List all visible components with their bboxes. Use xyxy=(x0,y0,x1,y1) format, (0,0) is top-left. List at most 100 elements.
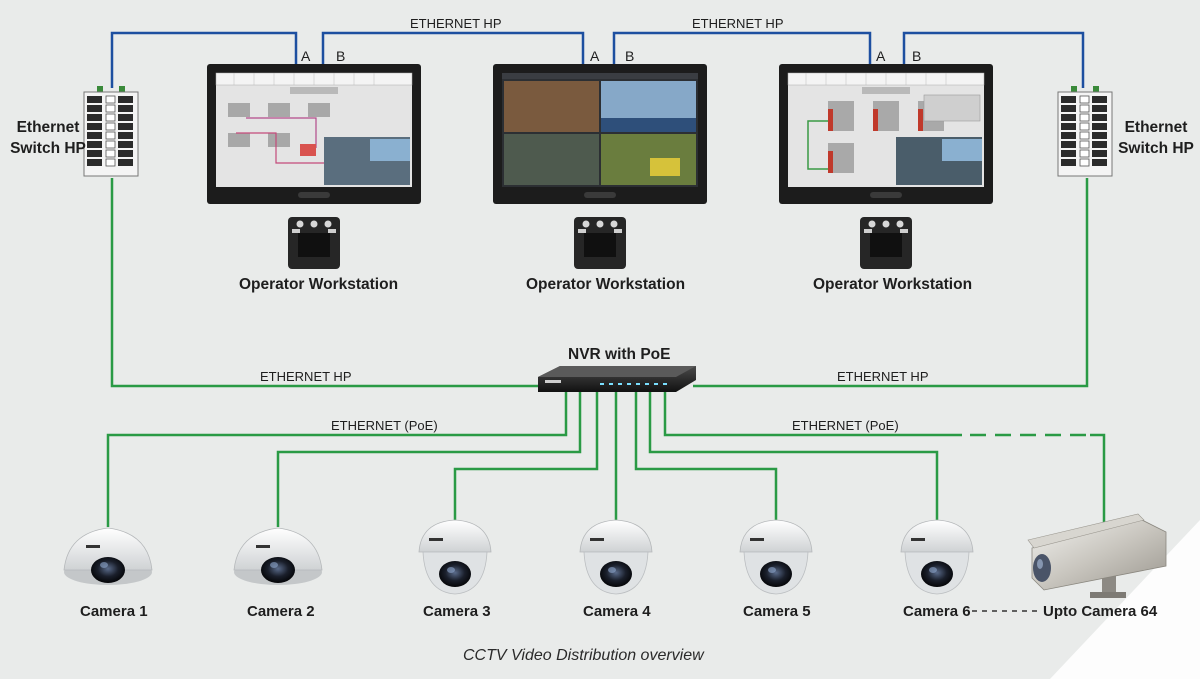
switch-port xyxy=(118,159,133,166)
mimic-component xyxy=(228,133,250,147)
hp-line-left-switch-to-ws1a xyxy=(110,31,298,88)
mimic-pipe xyxy=(246,117,317,148)
hp-line-ws3b-to-right-switch xyxy=(902,31,1085,88)
fisheye-lens xyxy=(91,557,125,583)
camera-label-4: Camera 4 xyxy=(583,603,651,620)
switch-connector xyxy=(1093,86,1099,94)
ethernet-hp-ring xyxy=(110,31,1085,88)
switch-port xyxy=(118,96,133,103)
switch-port xyxy=(1061,132,1076,139)
poe-line-camera-3 xyxy=(453,392,599,520)
mimic-component xyxy=(268,133,290,147)
switch-port xyxy=(1061,96,1076,103)
dome-housing xyxy=(900,519,974,553)
brand-logo xyxy=(429,538,443,541)
keypad-button-icon xyxy=(596,220,604,228)
keypad-arrow-icon xyxy=(864,229,872,233)
switch-connector xyxy=(119,86,125,94)
camera-label-6: Camera 6 xyxy=(903,603,971,620)
dome-lens xyxy=(760,561,792,587)
mimic-video-inset-sea xyxy=(370,139,410,161)
switch-port xyxy=(118,114,133,121)
camera-6-dome xyxy=(900,519,974,595)
poe-line-camera-1 xyxy=(106,392,568,527)
switch-port xyxy=(1061,105,1076,112)
workstations-group xyxy=(207,64,993,269)
ethernet-switch-left xyxy=(83,86,139,177)
keypad-button-icon xyxy=(582,220,590,228)
workstation-3 xyxy=(779,64,993,269)
video-feed-bridge xyxy=(504,81,599,132)
dome-lens xyxy=(921,561,953,587)
switch-port xyxy=(87,141,102,148)
switch-port-label xyxy=(105,131,116,140)
switch-port-label xyxy=(1079,149,1090,158)
brand-logo xyxy=(911,538,925,541)
switch-port xyxy=(1092,96,1107,103)
poe-line-camera-6 xyxy=(648,392,939,520)
switch-connector xyxy=(97,86,103,94)
camera-6-to-64-dashed-link xyxy=(972,610,1038,612)
port-b-label-3: B xyxy=(912,48,922,64)
fisheye-housing xyxy=(233,527,323,571)
housing-mount-base xyxy=(1090,592,1126,598)
camera-label-64: Upto Camera 64 xyxy=(1043,603,1158,620)
lens-highlight xyxy=(768,567,776,573)
nvr-led xyxy=(654,383,658,385)
hp-line-left-switch-to-nvr xyxy=(110,178,538,388)
keypad-touchpad xyxy=(298,233,330,257)
dome-lens xyxy=(439,561,471,587)
video-feed-deck xyxy=(601,134,696,185)
keypad-arrow-icon xyxy=(614,229,622,233)
switch-left-label-line2: Switch HP xyxy=(10,140,86,157)
brand-logo xyxy=(590,538,604,541)
camera-5-dome xyxy=(739,519,813,595)
workstation-2 xyxy=(493,64,707,269)
tank-level-bar xyxy=(828,151,833,173)
keypad-button-icon xyxy=(896,220,904,228)
ethernet-poe-label-2: ETHERNET (PoE) xyxy=(792,418,899,433)
switch-port xyxy=(1061,141,1076,148)
keypad-arrow-icon xyxy=(328,229,336,233)
switch-port xyxy=(118,123,133,130)
diagram-caption: CCTV Video Distribution overview xyxy=(463,647,704,664)
screen-title-bar xyxy=(862,87,910,94)
keypad-button-icon xyxy=(610,220,618,228)
screen-toolbar xyxy=(502,73,698,79)
mimic-pipe xyxy=(236,132,336,164)
lens-highlight xyxy=(270,562,278,568)
video-feed-sea-lower xyxy=(601,118,696,132)
poe-line-camera-64-solid xyxy=(663,392,962,437)
switch-port-label xyxy=(1079,131,1090,140)
port-a-label-3: A xyxy=(876,48,886,64)
camera-1-fisheye xyxy=(63,527,153,585)
switch-right-label-line2: Switch HP xyxy=(1118,140,1194,157)
hp-line-ws2b-to-ws3a xyxy=(612,31,872,66)
ethernet-switch-right xyxy=(1057,86,1113,177)
tank-info-panel xyxy=(923,94,981,122)
camera-label-5: Camera 5 xyxy=(743,603,811,620)
lens-highlight xyxy=(608,567,616,573)
keypad-arrow-icon xyxy=(578,229,586,233)
keypad-button-icon xyxy=(296,220,304,228)
keypad-button-icon xyxy=(868,220,876,228)
switch-port xyxy=(1061,114,1076,121)
monitor-control-strip xyxy=(298,192,330,198)
tank-level-bar xyxy=(918,109,923,131)
brand-logo xyxy=(750,538,764,541)
camera-2-fisheye xyxy=(233,527,323,585)
port-b-label-1: B xyxy=(336,48,346,64)
nvr-top xyxy=(538,366,696,377)
tank-level-bar xyxy=(873,109,878,131)
switch-port-label xyxy=(105,158,116,167)
housing-sunshield xyxy=(1027,513,1145,549)
poe-line-camera-2 xyxy=(276,392,582,527)
keypad-arrow-icon xyxy=(900,229,908,233)
nvr-led xyxy=(600,383,604,385)
switch-connector xyxy=(1071,86,1077,94)
switch-port-label xyxy=(1079,158,1090,167)
switch-left-label: Ethernet Switch HP xyxy=(4,117,92,159)
switch-port xyxy=(1061,123,1076,130)
nvr-led xyxy=(627,383,631,385)
ethernet-hp-label-1: ETHERNET HP xyxy=(410,16,502,31)
